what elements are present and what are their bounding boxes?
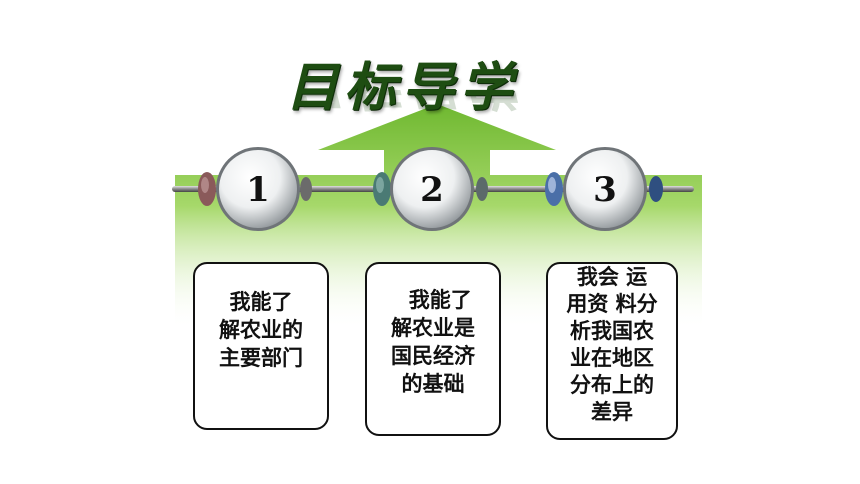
slide-title-reflection: 目标导学 [286,90,586,120]
goal-card-2-line: 解农业是 [391,316,475,340]
step-number-3: 3 [593,170,617,210]
slide-title: 目标导学 [286,57,519,118]
step-node-1: 1 [198,147,312,231]
goal-card-2-line: 我能了 [394,288,472,312]
goal-card-3-line: 析我国农 [570,319,654,343]
goal-card-3: 我会 运 用资 料分 析我国农 业在地区 分布上的 差异 [546,262,678,440]
goal-card-1-line: 主要部门 [219,346,303,370]
goal-card-1: 我能了 解农业的 主要部门 [193,262,329,430]
goal-card-3-line: 分布上的 [570,373,654,397]
goal-card-3-line: 我会 运 [576,265,648,289]
goal-card-2-line: 国民经济 [391,344,475,368]
goal-card-2-line: 的基础 [401,372,465,396]
goal-card-2: 我能了 解农业是 国民经济 的基础 [365,262,501,436]
goal-card-3-line: 业在地区 [570,346,654,370]
step-number-2: 2 [420,170,444,210]
step-node-2: 2 [373,147,488,231]
goal-card-3-line: 用资 料分 [566,292,658,316]
goal-card-1-line: 我能了 [229,290,293,314]
goal-card-3-line: 差异 [591,400,633,424]
goal-card-1-line: 解农业的 [219,318,303,342]
step-node-3: 3 [545,147,663,231]
step-number-1: 1 [246,170,270,210]
